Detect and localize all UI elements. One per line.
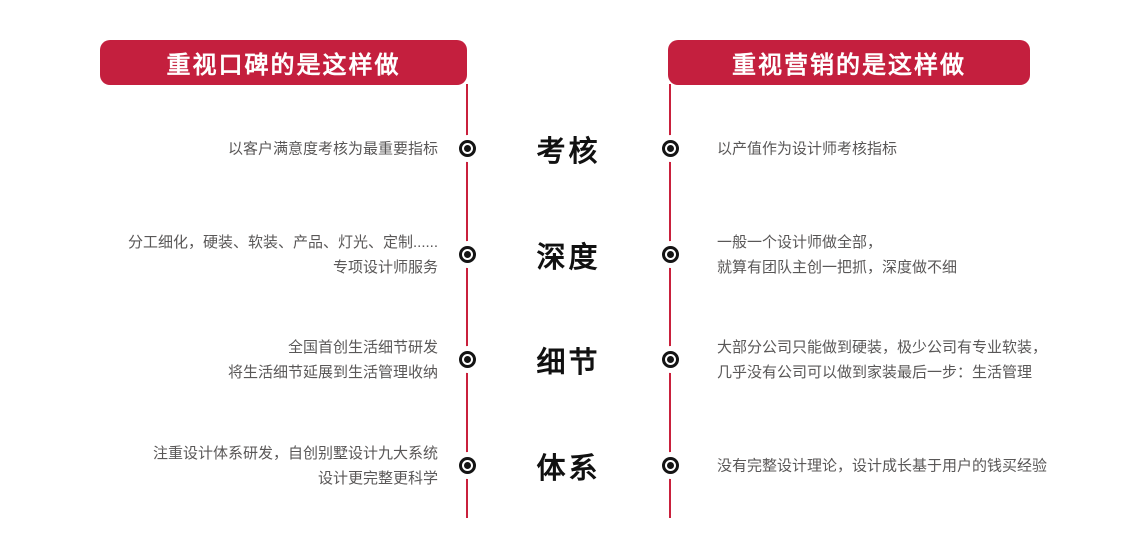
target-bullet-icon — [459, 140, 476, 157]
right-column-header-label: 重视营销的是这样做 — [732, 52, 966, 79]
category-label: 细节 — [536, 347, 601, 379]
right-point-line: 一般一个设计师做全部， — [717, 234, 883, 251]
category-label: 深度 — [536, 242, 601, 274]
bullet-dot — [464, 462, 471, 469]
left-point: 以客户满意度考核为最重要指标 — [40, 137, 438, 162]
left-point: 全国首创生活细节研发 将生活细节延展到生活管理收纳 — [40, 335, 438, 385]
target-bullet-icon — [459, 351, 476, 368]
left-point-line: 分工细化，硬装、软装、产品、灯光、定制...... — [127, 234, 438, 251]
right-column-header: 重视营销的是这样做 — [668, 40, 1030, 85]
bullet-dot — [667, 145, 674, 152]
bullet-dot — [464, 356, 471, 363]
left-point-line: 全国首创生活细节研发 — [287, 339, 438, 356]
left-column-header: 重视口碑的是这样做 — [100, 40, 467, 85]
target-bullet-icon — [662, 140, 679, 157]
left-point-line: 设计更完整更科学 — [317, 470, 438, 487]
left-point-line: 将生活细节延展到生活管理收纳 — [227, 364, 438, 381]
timeline-line-right — [669, 84, 671, 518]
right-point-line: 几乎没有公司可以做到家装最后一步：生活管理 — [717, 364, 1033, 381]
timeline-line-left — [466, 84, 468, 518]
right-point-line: 就算有团队主创一把抓，深度做不细 — [717, 259, 958, 276]
target-bullet-icon — [459, 457, 476, 474]
right-point-line: 没有完整设计理论，设计成长基于用户的钱买经验 — [717, 457, 1048, 475]
comparison-row-detail: 全国首创生活细节研发 将生活细节延展到生活管理收纳 细节 大部分公司只能做到硬装… — [0, 330, 1130, 390]
right-point: 大部分公司只能做到硬装，极少公司有专业软装， 几乎没有公司可以做到家装最后一步：… — [717, 335, 1117, 385]
bullet-dot — [464, 145, 471, 152]
category-label: 体系 — [536, 453, 601, 485]
left-point: 注重设计体系研发，自创别墅设计九大系统 设计更完整更科学 — [40, 441, 438, 491]
category-label: 考核 — [536, 136, 601, 168]
comparison-row-depth: 分工细化，硬装、软装、产品、灯光、定制...... 专项设计师服务 深度 一般一… — [0, 225, 1130, 285]
left-point-line: 以客户满意度考核为最重要指标 — [227, 140, 438, 158]
target-bullet-icon — [662, 246, 679, 263]
right-point: 以产值作为设计师考核指标 — [717, 137, 1117, 162]
comparison-row-assessment: 以客户满意度考核为最重要指标 考核 以产值作为设计师考核指标 — [0, 119, 1130, 179]
target-bullet-icon — [459, 246, 476, 263]
right-point-line: 以产值作为设计师考核指标 — [717, 140, 898, 158]
left-column-header-label: 重视口碑的是这样做 — [166, 52, 401, 79]
left-point: 分工细化，硬装、软装、产品、灯光、定制...... 专项设计师服务 — [40, 230, 438, 280]
bullet-dot — [464, 251, 471, 258]
left-point-line: 专项设计师服务 — [332, 259, 438, 276]
comparison-row-system: 注重设计体系研发，自创别墅设计九大系统 设计更完整更科学 体系 没有完整设计理论… — [0, 436, 1130, 496]
bullet-dot — [667, 356, 674, 363]
right-point: 没有完整设计理论，设计成长基于用户的钱买经验 — [717, 454, 1117, 479]
right-point-line: 大部分公司只能做到硬装，极少公司有专业软装， — [717, 339, 1048, 356]
target-bullet-icon — [662, 351, 679, 368]
right-point: 一般一个设计师做全部， 就算有团队主创一把抓，深度做不细 — [717, 230, 1117, 280]
bullet-dot — [667, 251, 674, 258]
target-bullet-icon — [662, 457, 679, 474]
left-point-line: 注重设计体系研发，自创别墅设计九大系统 — [152, 445, 438, 462]
bullet-dot — [667, 462, 674, 469]
